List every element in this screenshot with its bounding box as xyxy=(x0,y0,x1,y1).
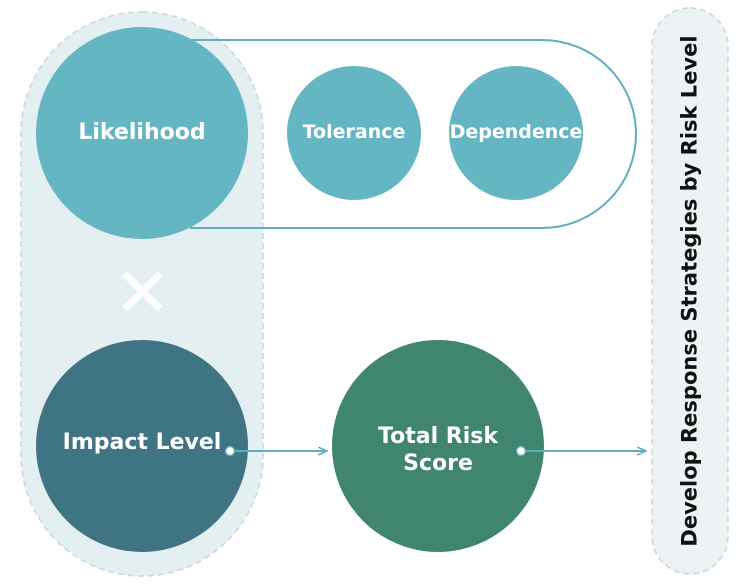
impact-level-circle xyxy=(36,340,248,552)
strategy-panel xyxy=(651,7,729,575)
arrow-impact-to-score xyxy=(224,445,327,457)
multiply-icon xyxy=(122,271,163,312)
tolerance-label: Tolerance xyxy=(302,121,406,144)
likelihood-capsule xyxy=(190,39,637,229)
dependence-circle xyxy=(449,66,583,200)
likelihood-label: Likelihood xyxy=(78,120,206,146)
strategy-label-wrap: Develop Response Strategies by Risk Leve… xyxy=(652,8,728,574)
impact-level-label: Impact Level xyxy=(62,430,222,456)
total-risk-score-label: Total Risk Score xyxy=(378,423,498,477)
arrow-score-to-strategy xyxy=(515,445,646,457)
total-risk-score-circle xyxy=(332,340,544,552)
likelihood-circle xyxy=(36,27,248,239)
dependence-label: Dependence xyxy=(449,121,583,144)
tolerance-circle xyxy=(287,66,421,200)
strategy-label: Develop Response Strategies by Risk Leve… xyxy=(678,35,703,547)
